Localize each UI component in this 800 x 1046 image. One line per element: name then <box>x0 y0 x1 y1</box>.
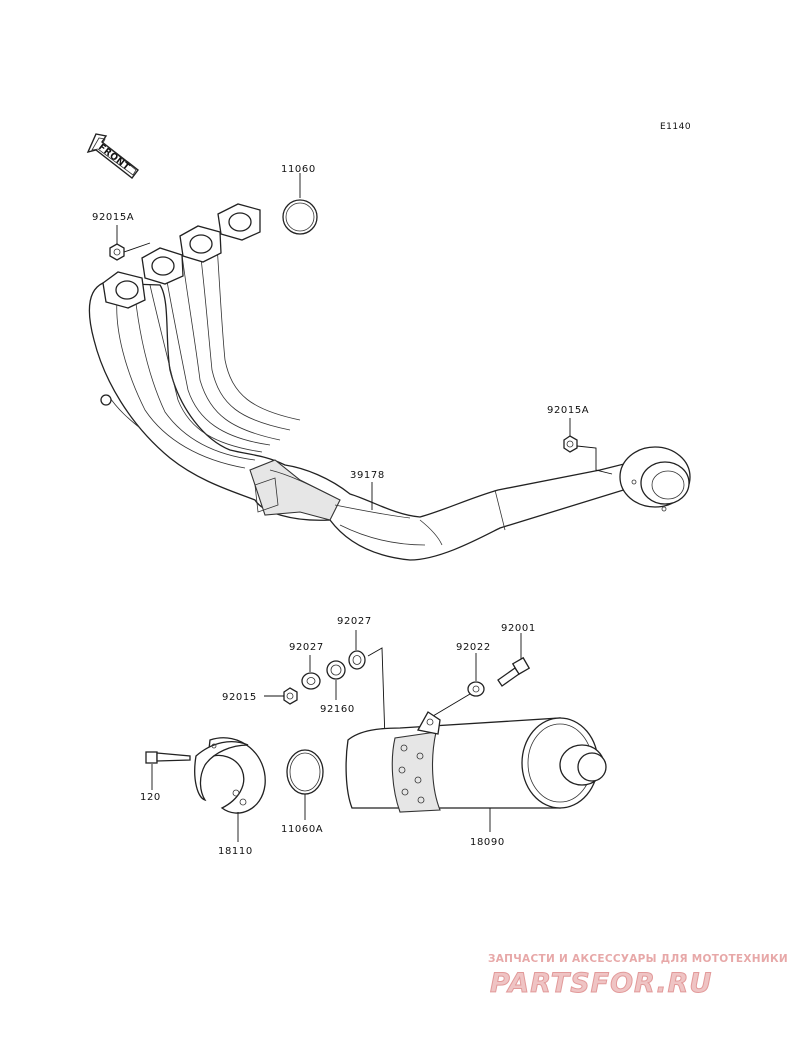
label-92160: 92160 <box>320 704 355 715</box>
label-120: 120 <box>140 792 161 803</box>
damper-92160 <box>326 660 346 680</box>
gasket-11060A <box>286 749 324 795</box>
label-92027-top: 92027 <box>337 616 372 627</box>
label-92022: 92022 <box>456 642 491 653</box>
label-92015: 92015 <box>222 692 257 703</box>
nut-92015A-right <box>563 435 578 453</box>
label-92015A-right: 92015A <box>547 405 589 416</box>
watermark-tagline: ЗАПЧАСТИ И АКСЕССУАРЫ ДЛЯ МОТОТЕХНИКИ <box>488 953 788 965</box>
label-39178: 39178 <box>350 470 385 481</box>
label-92027-left: 92027 <box>289 642 324 653</box>
front-arrow-icon <box>86 133 139 179</box>
label-92001: 92001 <box>501 623 536 634</box>
nut-92015A-top <box>109 243 125 261</box>
bolt-120 <box>145 751 191 764</box>
watermark-logo: PARTSFOR.RU <box>490 968 712 999</box>
washer-92022 <box>467 681 485 697</box>
label-11060A: 11060A <box>281 824 323 835</box>
bolt-92001 <box>497 656 531 687</box>
washer-92027-left <box>301 672 321 690</box>
label-18110: 18110 <box>218 846 253 857</box>
heat-guard-18110 <box>194 737 266 814</box>
label-11060: 11060 <box>281 164 316 175</box>
gasket-11060 <box>282 199 318 235</box>
diagram-code: E1140 <box>660 122 691 132</box>
muffler-18090 <box>345 711 607 813</box>
exhaust-header-pipes <box>88 203 691 561</box>
nut-92015 <box>283 687 298 705</box>
label-18090: 18090 <box>470 837 505 848</box>
front-label: FRONT <box>96 142 132 173</box>
label-92015A-top: 92015A <box>92 212 134 223</box>
bushing-92027-top <box>348 650 366 670</box>
